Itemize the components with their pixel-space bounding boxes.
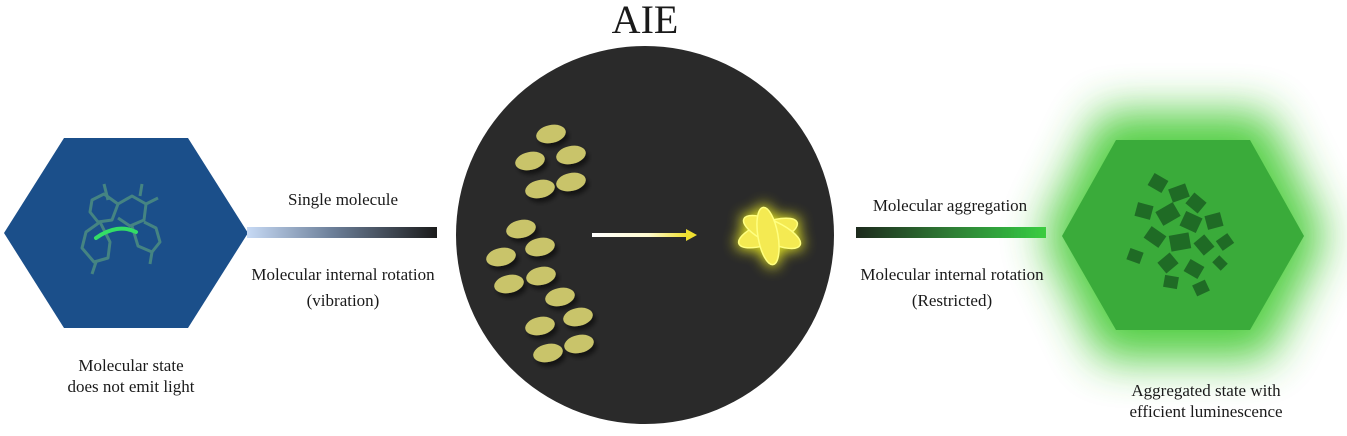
left-arrow-bar	[247, 227, 437, 238]
molecule-ellipse	[556, 172, 586, 192]
molecule-ellipse	[486, 247, 516, 267]
molecule-ellipse	[556, 145, 586, 165]
molecule-ellipse	[526, 266, 556, 286]
right-arrow-bottom-label: Molecular internal rotation (Restricted)	[860, 264, 1043, 312]
left-arrow-top-label: Single molecule	[287, 190, 399, 209]
molecule-ellipse	[525, 237, 555, 257]
left-arrow-bottom-line1: Molecular internal rotation	[251, 265, 435, 284]
aggregation-arrow	[592, 229, 697, 241]
molecule-ellipse	[525, 316, 555, 336]
left-hexagon	[4, 138, 248, 328]
right-arrow-bottom-line2: (Restricted)	[911, 291, 993, 311]
molecule-ellipse	[533, 343, 563, 363]
right-arrow-bar	[856, 227, 1046, 238]
left-arrow-bottom-label: Molecular internal rotation (vibration)	[251, 264, 434, 312]
left-state-caption: Molecular state does not emit light	[67, 355, 194, 398]
molecule-ellipse	[494, 274, 524, 294]
molecule-ellipse	[506, 219, 536, 239]
molecule-ellipse	[536, 124, 566, 144]
rotating-bond-icon	[94, 226, 138, 240]
free-molecules	[486, 124, 594, 363]
molecule-ellipse	[545, 287, 575, 307]
right-state-caption: Aggregated state with efficient luminesc…	[1129, 380, 1282, 423]
right-arrow-bottom-line1: Molecular internal rotation	[860, 265, 1044, 284]
luminescent-aggregate-icon	[735, 204, 804, 268]
molecule-ellipse	[525, 179, 555, 199]
right-state-line2: efficient luminescence	[1129, 402, 1283, 422]
left-state-line2: does not emit light	[67, 377, 195, 397]
page-title: AIE	[611, 0, 679, 42]
right-state-line1: Aggregated state with	[1131, 381, 1281, 400]
single-molecule-icon	[80, 183, 162, 275]
molecule-ellipse	[564, 334, 594, 354]
left-state-line1: Molecular state	[78, 356, 184, 375]
left-arrow-bottom-line2: (vibration)	[306, 291, 380, 311]
molecule-ellipse	[515, 151, 545, 171]
aggregated-molecules-icon	[1126, 172, 1235, 297]
right-arrow-top-label: Molecular aggregation	[872, 196, 1028, 215]
molecule-ellipse	[563, 307, 593, 327]
